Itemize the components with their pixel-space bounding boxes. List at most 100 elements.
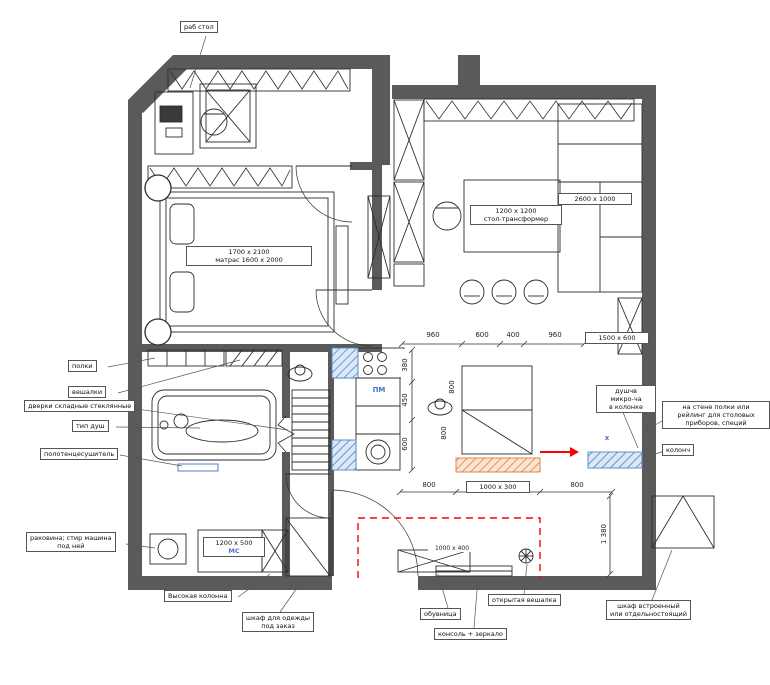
wardrobe-line1: шкаф для одежды xyxy=(246,614,311,622)
x-mark: х xyxy=(600,434,614,442)
label-builtin-closet: шкаф встроенный или отдельностоящий xyxy=(606,600,691,621)
counter-side xyxy=(355,377,401,471)
desk xyxy=(154,91,194,155)
towel-dryer xyxy=(177,463,219,472)
bedroom xyxy=(144,165,373,347)
curtain-zigzag xyxy=(425,100,633,120)
door-swing xyxy=(285,473,331,519)
counter-block xyxy=(331,439,357,471)
label-bed-dims: 1700 x 2100 матрас 1600 x 2000 xyxy=(186,246,312,267)
red-dashed-route xyxy=(357,517,541,578)
dimension-lines xyxy=(396,340,616,578)
label-work-desk: раб стол xyxy=(180,21,218,34)
shower-col-line2: микро-ча xyxy=(610,395,642,404)
dim-800-left: 800 xyxy=(416,481,442,489)
wardrobe-unit xyxy=(393,99,425,181)
label-shower-column: душчв микро-ча в колонке xyxy=(596,385,656,414)
label-towel-dryer: полотенцесушитель xyxy=(40,448,119,461)
label-sofa-dims: 2600 x 1000 xyxy=(558,193,632,206)
person-figure xyxy=(287,366,313,382)
bathtub xyxy=(151,389,277,461)
wardrobe xyxy=(285,517,331,577)
person-figure xyxy=(427,400,453,416)
label-folding-doors: дверки складные стеклянные xyxy=(24,400,136,413)
living-room xyxy=(367,98,643,355)
closet-line1: шкаф встроенный xyxy=(617,602,680,610)
dim-rack: 1000 x 400 xyxy=(428,545,476,552)
dim-400: 400 xyxy=(500,331,526,339)
console-highlight xyxy=(455,457,541,473)
label-wardrobe-custom: шкаф для одежды под заказ xyxy=(242,612,315,633)
dim-600: 600 xyxy=(469,331,495,339)
keyboard xyxy=(165,127,183,138)
washbasin-line2: под ней xyxy=(57,542,85,551)
label-shelf-dims: 1500 x 600 xyxy=(585,332,649,345)
label-washer-unit: 1200 x 500 МС xyxy=(203,537,265,558)
closet-line2: или отдельностоящий xyxy=(610,610,687,619)
dishwasher-mark: ПМ xyxy=(370,386,388,394)
label-tall-column: Высокая колонна xyxy=(164,590,232,603)
shelf-unit xyxy=(617,297,643,355)
shower-col-line3: в колонке xyxy=(608,403,644,412)
dim-380: 380 xyxy=(401,349,409,381)
label-shower-type: тип душ xyxy=(72,420,109,433)
pillow xyxy=(169,271,195,313)
stool xyxy=(523,279,549,305)
dim-960-right: 960 xyxy=(542,331,568,339)
bed-dim-line2: матрас 1600 x 2000 xyxy=(215,256,283,265)
person-body xyxy=(185,419,259,443)
dim-800-right: 800 xyxy=(564,481,590,489)
laundry-room xyxy=(149,473,331,577)
label-washbasin: раковина; стир машина под ней xyxy=(26,532,116,553)
tv-unit xyxy=(367,195,391,279)
wall-note-line2: рейлинг для столовых xyxy=(677,411,755,420)
column xyxy=(144,174,172,202)
outside-closet xyxy=(651,495,715,549)
column-highlight xyxy=(587,451,643,469)
washbasin-line1: раковина; стир машина xyxy=(30,534,112,542)
shower-col-line1: душчв xyxy=(615,387,637,395)
drain xyxy=(159,420,169,430)
dim-1380: 1 380 xyxy=(600,516,608,552)
wall-note-line3: приборов, специй xyxy=(685,419,747,428)
table-dim-line1: 1200 x 1200 xyxy=(495,207,537,215)
washer-mc: МС xyxy=(228,547,240,556)
hangers xyxy=(225,349,283,367)
monitor xyxy=(159,105,183,123)
wardrobe-zigzag xyxy=(149,167,291,187)
wardrobe-unit xyxy=(393,181,425,263)
label-hangers: вешалки xyxy=(68,386,107,399)
dim-600-v: 600 xyxy=(401,428,409,460)
washer-dims: 1200 x 500 xyxy=(215,539,253,547)
bench xyxy=(335,225,349,305)
closet-zigzag xyxy=(169,70,349,90)
chair xyxy=(432,201,462,231)
leader-lines xyxy=(107,35,673,629)
stool xyxy=(459,279,485,305)
washbasin xyxy=(149,533,187,565)
entry-door-swing xyxy=(331,489,419,577)
label-coat-stand: открытая вешалка xyxy=(488,594,561,607)
door-swing xyxy=(295,165,353,223)
walls xyxy=(128,55,656,590)
dim-450: 450 xyxy=(401,384,409,416)
label-console-mirror: консоль + зеркало xyxy=(434,628,507,641)
label-console-dims: 1000 x 300 xyxy=(466,481,530,494)
label-column: колонч xyxy=(662,444,695,457)
folding-door xyxy=(277,415,295,453)
label-shoe-rack: обувница xyxy=(420,608,461,621)
red-marks xyxy=(357,447,579,578)
wardrobe-line2: под заказ xyxy=(261,622,295,631)
label-table-dims: 1200 x 1200 стол-трансформер xyxy=(470,205,562,226)
dim-960-left: 960 xyxy=(420,331,446,339)
table-dim-line2: стол-трансформер xyxy=(483,215,549,224)
dim-800-island-1: 800 xyxy=(448,371,456,403)
dim-800-island-2: 800 xyxy=(440,417,448,449)
desk-chair xyxy=(200,108,228,136)
kitchen xyxy=(331,347,405,471)
label-wall-railing-note: на стене полки или рейлинг для столовых … xyxy=(662,401,770,430)
bed-dim-line1: 1700 x 2100 xyxy=(228,248,270,256)
study-room xyxy=(154,68,351,155)
